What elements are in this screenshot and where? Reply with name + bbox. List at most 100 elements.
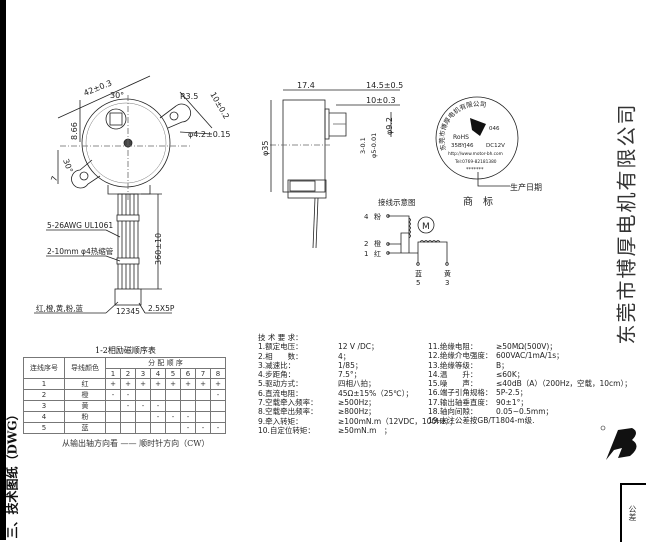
terminal xyxy=(386,214,390,218)
spec-key: 17.输出轴垂直度： xyxy=(428,397,493,407)
trademark-date-mark: ******* xyxy=(466,167,484,173)
spec-value: 1/85； xyxy=(338,360,363,370)
row-cell xyxy=(165,422,181,434)
label-wire-colors: 红,橙,黄,粉,蓝 xyxy=(36,303,84,313)
step-header: 8 xyxy=(210,368,226,379)
header-seq: 连线序号 xyxy=(23,357,65,379)
row-cell xyxy=(180,389,196,401)
row-cell xyxy=(105,411,121,423)
company-logo xyxy=(600,425,637,460)
trademark-model: 35BYJ46 xyxy=(451,143,474,149)
spec-value: ≥50mN.m ； xyxy=(338,425,392,435)
row-cell: + xyxy=(165,378,181,390)
spec-value: ≥800Hz； xyxy=(338,407,376,417)
row-cell: + xyxy=(150,378,166,390)
spec-key: 18.轴向间隙： xyxy=(428,407,478,417)
row-cell xyxy=(150,389,166,401)
step-header: 7 xyxy=(195,368,211,379)
row-cell: - xyxy=(120,400,136,412)
heat-shrink-sleeve xyxy=(116,214,140,222)
side-terminal-inner xyxy=(289,180,316,192)
row-cell: + xyxy=(195,378,211,390)
mounting-ear-right xyxy=(159,103,192,129)
front-view: 42±0.3 30° R3.5 10±0.2 φ4.2±0.15 8.66 30… xyxy=(34,75,231,316)
tolerance-label: 公差 xyxy=(628,505,637,521)
dim-body-length: 17.4 xyxy=(297,81,315,90)
spec-item: 5.驱动方式：四相八拍； xyxy=(258,379,457,388)
dim-shaft-dia: φ5-0.01 xyxy=(370,133,378,158)
spec-item: 3.减速比：1/85； xyxy=(258,361,457,370)
row-cell xyxy=(120,411,136,423)
motor-symbol-label: M xyxy=(422,222,430,232)
row-cell: - xyxy=(150,411,166,423)
row-cell xyxy=(195,389,211,401)
tolerance-box xyxy=(620,483,646,542)
logo-mark xyxy=(606,428,637,460)
spec-key: 10.自定位转矩： xyxy=(258,425,315,435)
label-wire-spec: 5-26AWG UL1061 xyxy=(47,221,113,230)
spec-key: 6.直流电阻： xyxy=(258,388,303,398)
dim-boss-dia: φ9.2 xyxy=(385,117,394,135)
spec-item: 7.空载牵入频率：≥500Hz； xyxy=(258,398,457,407)
row-cell xyxy=(165,389,181,401)
spec-value: B； xyxy=(496,360,509,370)
row-cell: - xyxy=(105,389,121,401)
mount-hole-left xyxy=(79,171,89,181)
spec-key: 4.步距角： xyxy=(258,370,296,380)
dim-shaft-total: 14.5±0.5 xyxy=(366,81,403,90)
date-leader xyxy=(477,172,510,187)
header-color: 导线颜色 xyxy=(64,357,106,379)
dim-angle-left: 30° xyxy=(61,158,74,174)
pin-color: 橙 xyxy=(374,239,381,248)
motor-body-inner xyxy=(85,102,167,184)
spec-key: 1.额定电压： xyxy=(258,342,303,352)
specs-left: 技 术 要 求： 1.额定电压：12 V /DC；2.相 数：4；3.减速比：1… xyxy=(258,333,457,435)
spec-item: 8.空载牵出频率： ≥800Hz； xyxy=(258,407,457,416)
pin-num: 2 xyxy=(364,240,368,248)
side-wire xyxy=(312,197,316,249)
spec-item: 15.噪 声：≤40dB（A）（200Hz，空载，10cm）； xyxy=(428,379,632,388)
spec-value: 7.5°； xyxy=(338,370,362,380)
spec-item: 4.步距角： 7.5°； xyxy=(258,370,457,379)
row-seq: 2 xyxy=(23,389,65,401)
date-label: 生产日期 xyxy=(510,182,542,192)
dim-7: 7 xyxy=(49,175,59,183)
spec-item: 2.相 数：4； xyxy=(258,352,457,361)
left-border-bar xyxy=(0,0,6,540)
dim-hole-dia: φ4.2±0.15 xyxy=(188,130,231,139)
row-cell xyxy=(180,400,196,412)
trademark-tel: Tel:0769-82181380 xyxy=(454,159,497,165)
wire-outlet xyxy=(107,185,151,195)
row-cell xyxy=(120,422,136,434)
spec-key: 8.空载牵出频率： xyxy=(258,407,318,417)
motor-body-outline xyxy=(81,98,171,188)
spec-item: 12.绝缘介电强度：600VAC/1mA/1s； xyxy=(428,351,632,360)
dim-angle-top: 30° xyxy=(110,91,124,100)
pin-color: 黄 xyxy=(444,269,451,278)
dim-lead-length: 360±10 xyxy=(154,233,163,265)
row-cell xyxy=(135,389,151,401)
row-cell: - xyxy=(120,389,136,401)
mount-hole-right xyxy=(169,111,179,121)
dim-body-dia: φ35 xyxy=(261,141,270,156)
row-cell xyxy=(165,400,181,412)
spec-key: 12.绝缘介电强度： xyxy=(428,351,493,361)
row-cell xyxy=(135,411,151,423)
spec-key: 19.未注公差按GB/T1804-m级. xyxy=(428,416,535,426)
trademark-caption: 商 标 xyxy=(463,195,493,208)
pin-num: 5 xyxy=(416,279,420,287)
step-header: 6 xyxy=(180,368,196,379)
spec-item: 10.自定位转矩： ≥50mN.m ； xyxy=(258,426,457,435)
dim-flat: 3-0.1 xyxy=(359,137,367,154)
spec-value: ≥500Hz； xyxy=(338,398,376,408)
row-cell xyxy=(135,422,151,434)
row-seq: 3 xyxy=(23,400,65,412)
step-header: 2 xyxy=(120,368,136,379)
trademark-label: 东莞市博厚电机有限公司 RoHS 046 35BYJ46 DC12V http:… xyxy=(435,96,542,208)
label-sleeve-spec: 2-10mm φ4热缩管 xyxy=(47,246,114,256)
row-cell xyxy=(150,422,166,434)
